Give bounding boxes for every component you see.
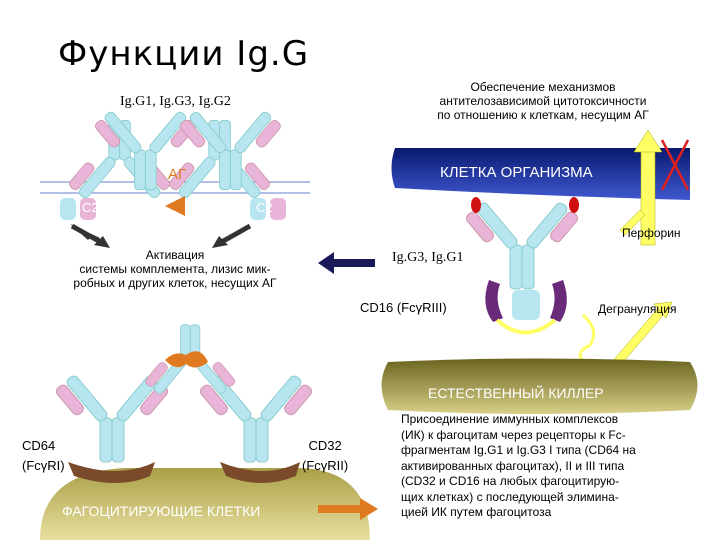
adcc-antibody xyxy=(463,197,596,367)
cd32-label: CD32 (FcγRII) xyxy=(302,438,349,473)
cd64-receptor xyxy=(68,462,155,483)
target-cell-label: КЛЕТКА ОРГАНИЗМА xyxy=(440,164,593,181)
perforin-label: Перфорин xyxy=(622,226,681,240)
cd16-receptor-left xyxy=(485,280,503,322)
cd32-receptor xyxy=(220,462,300,483)
immune-complex-antigen xyxy=(165,351,208,368)
left-subclasses: Ig.G1, Ig.G3, Ig.G2 xyxy=(120,94,231,109)
right-subclasses: Ig.G3, Ig.G1 xyxy=(392,250,464,265)
perforin-arrow xyxy=(633,129,690,246)
adcc-text: Обеспечение механизмов антителозависимой… xyxy=(437,80,649,122)
cd16-receptor-right xyxy=(550,280,567,322)
nk-cell xyxy=(381,358,698,414)
arrow-to-complement xyxy=(318,252,375,274)
page-title: Функции Ig.G xyxy=(58,34,310,74)
c-right-label: С2 xyxy=(256,200,273,215)
phagocytes-label: ФАГОЦИТИРУЮЩИЕ КЛЕТКИ xyxy=(62,503,261,519)
target-cell xyxy=(391,148,690,200)
nk-cell-label: ЕСТЕСТВЕННЫЙ КИЛЛЕР xyxy=(428,385,604,401)
c-left-label: С2 xyxy=(82,200,99,215)
cd64-label: CD64 (FcγRI) xyxy=(22,438,65,473)
orange-arrow xyxy=(318,498,378,520)
complement-scene xyxy=(40,110,310,248)
phagocyte-scene xyxy=(40,324,370,540)
complement-activation-text: Активация системы комплемента, лизис мик… xyxy=(73,248,277,290)
phagocytosis-description: Присоединение иммунных комплексов (ИК) к… xyxy=(401,412,636,519)
degranulation-label: Дегрануляция xyxy=(598,302,677,316)
antigen-marker xyxy=(165,196,185,216)
cd16-label: CD16 (FcγRIII) xyxy=(360,300,447,315)
antigen-label: АГ xyxy=(168,166,187,183)
